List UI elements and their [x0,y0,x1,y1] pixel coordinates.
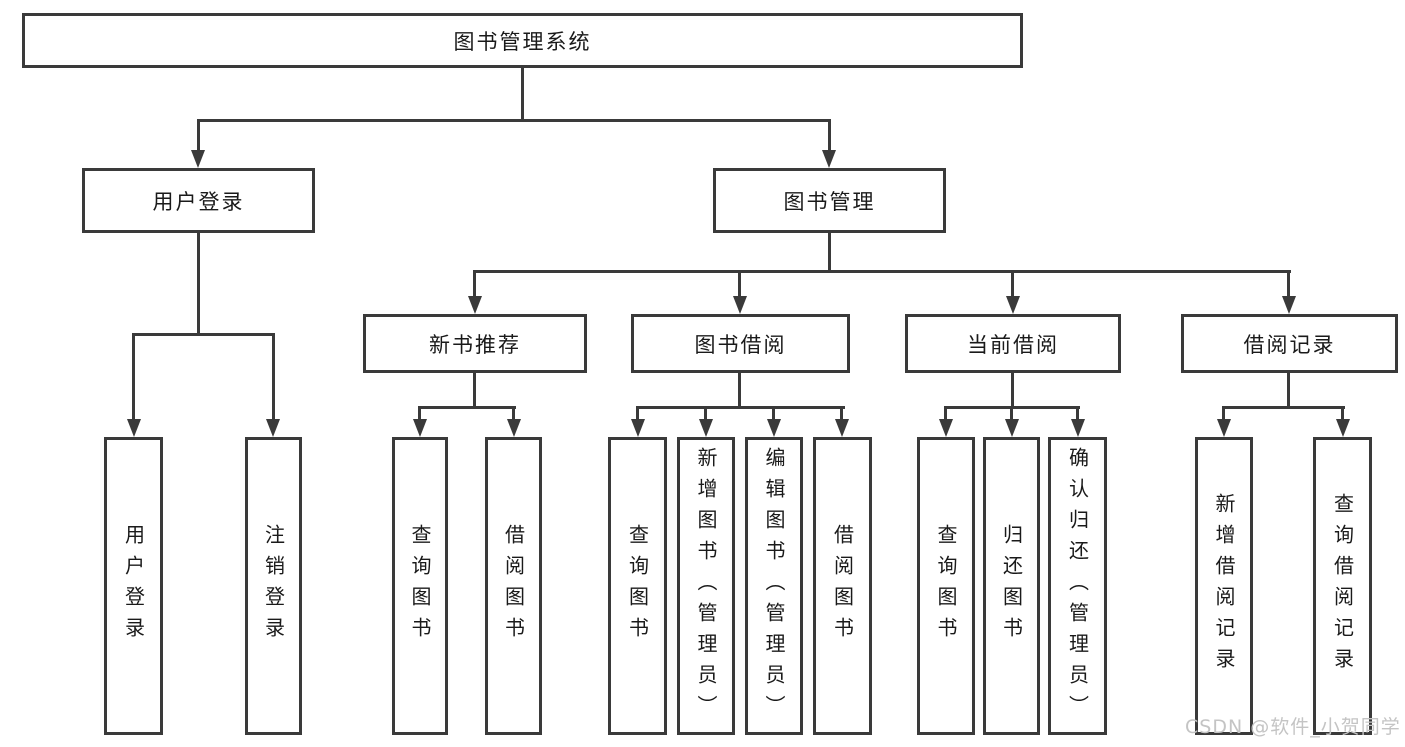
node-label: 新增图书（管理员） [694,446,718,726]
leaf-borrowing-add-books-admin: 新增图书（管理员） [677,437,735,735]
node-label: 当前借阅 [967,332,1059,357]
connector-vline [1011,270,1014,298]
connector-vline [738,371,741,409]
node-label: 查询图书 [408,524,432,648]
arrowhead-down-icon [1071,419,1085,437]
leaf-borrowing-query-books: 查询图书 [608,437,667,735]
connector-vline [1011,371,1014,409]
connector-hline [418,406,516,409]
connector-vline [1287,371,1290,409]
connector-vline [738,270,741,298]
leaf-borrowing-borrow-books: 借阅图书 [813,437,872,735]
node-label: 图书借阅 [694,332,787,357]
watermark: CSDN @软件_小贺同学 [1185,716,1401,738]
connector-vline [636,406,639,421]
leaf-logout: 注销登录 [245,437,302,735]
arrowhead-down-icon [631,419,645,437]
node-label: 借阅图书 [830,524,855,648]
connector-vline [418,406,421,421]
arrowhead-down-icon [507,419,521,437]
connector-hline [473,270,1291,273]
connector-vline [1287,270,1290,298]
leaf-current-confirm-return-admin: 确认归还（管理员） [1048,437,1107,735]
arrowhead-down-icon [733,296,747,314]
arrowhead-down-icon [1006,296,1020,314]
node-label: 编辑图书（管理员） [762,446,786,726]
arrowhead-down-icon [1336,419,1350,437]
node-label: 用户登录 [152,189,245,214]
arrowhead-down-icon [822,150,836,168]
leaf-user-login: 用户登录 [104,437,163,735]
arrowhead-down-icon [699,419,713,437]
node-book-management-branch: 图书管理 [713,168,946,233]
connector-vline [944,406,947,421]
arrowhead-down-icon [413,419,427,437]
arrowhead-down-icon [1005,419,1019,437]
connector-vline [828,231,831,273]
connector-vline [521,66,524,121]
arrowhead-down-icon [1217,419,1231,437]
connector-vline [473,270,476,298]
arrowhead-down-icon [1282,296,1296,314]
connector-vline [772,406,775,421]
node-label: 新增借阅记录 [1212,493,1236,679]
arrowhead-down-icon [266,419,280,437]
node-label: 查询借阅记录 [1330,493,1355,679]
leaf-current-query-books: 查询图书 [917,437,975,735]
connector-hline [197,119,831,122]
connector-vline [704,406,707,421]
connector-vline [1341,406,1344,421]
connector-hline [636,406,845,409]
node-label: 图书管理系统 [453,29,592,54]
node-label: 新书推荐 [429,332,521,357]
node-new-book-recommendation: 新书推荐 [363,314,587,373]
node-label: 确认归还（管理员） [1065,446,1090,726]
arrowhead-down-icon [835,419,849,437]
node-label: 借阅记录 [1243,332,1336,357]
connector-hline [1222,406,1345,409]
connector-vline [1222,406,1225,421]
node-label: 查询图书 [625,524,650,648]
connector-vline [197,119,200,151]
arrowhead-down-icon [191,150,205,168]
connector-vline [197,231,200,335]
leaf-current-return-books: 归还图书 [983,437,1040,735]
node-label: 查询图书 [934,524,958,648]
connector-vline [272,333,275,419]
node-library-management-system: 图书管理系统 [22,13,1023,68]
connector-vline [132,333,135,419]
arrowhead-down-icon [127,419,141,437]
node-book-borrowing: 图书借阅 [631,314,850,373]
leaf-recommend-query-books: 查询图书 [392,437,448,735]
leaf-recommend-borrow-books: 借阅图书 [485,437,542,735]
node-current-borrowing: 当前借阅 [905,314,1121,373]
arrowhead-down-icon [767,419,781,437]
node-borrowing-records: 借阅记录 [1181,314,1398,373]
arrowhead-down-icon [939,419,953,437]
node-label: 图书管理 [783,189,876,214]
connector-hline [132,333,275,336]
node-label: 用户登录 [121,524,146,648]
node-label: 注销登录 [261,524,286,648]
leaf-records-add-borrow-record: 新增借阅记录 [1195,437,1253,735]
arrowhead-down-icon [468,296,482,314]
leaf-records-query-borrow-record: 查询借阅记录 [1313,437,1372,735]
connector-vline [1076,406,1079,421]
connector-vline [840,406,843,421]
connector-vline [473,371,476,409]
node-label: 归还图书 [999,524,1024,648]
leaf-borrowing-edit-books-admin: 编辑图书（管理员） [745,437,803,735]
connector-vline [512,406,515,421]
connector-vline [1010,406,1013,421]
node-label: 借阅图书 [501,524,526,648]
connector-vline [828,119,831,151]
node-user-login-branch: 用户登录 [82,168,315,233]
